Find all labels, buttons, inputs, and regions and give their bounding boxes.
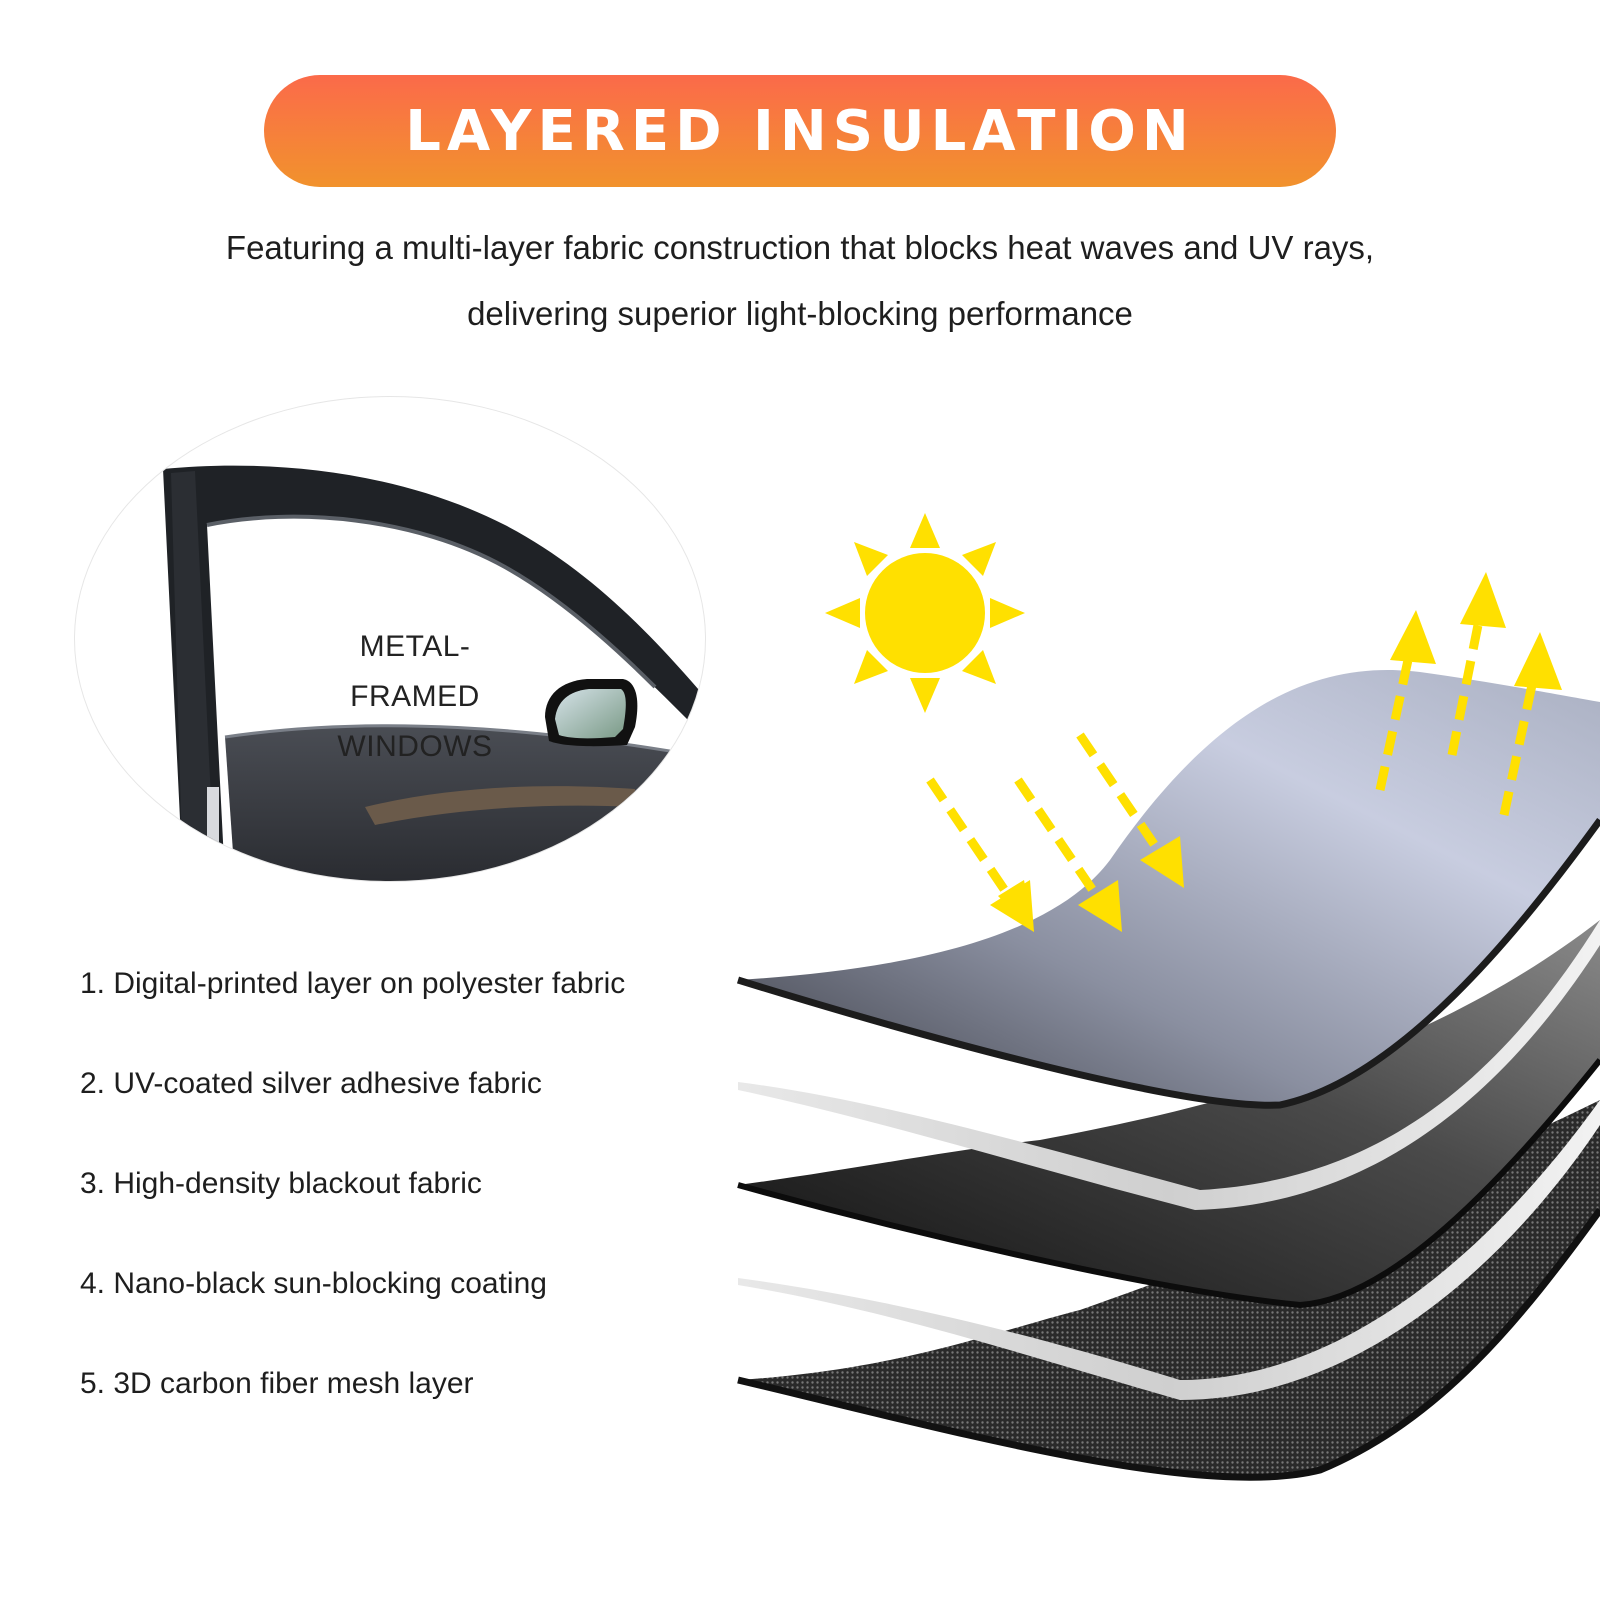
blackout-layer	[738, 920, 1600, 1305]
layer-list: 1. Digital-printed layer on polyester fa…	[80, 960, 625, 1460]
subtitle: Featuring a multi-layer fabric construct…	[100, 215, 1500, 347]
silver-layer	[738, 920, 1600, 1210]
arrow-up-icon	[1375, 572, 1562, 816]
title-banner: LAYERED INSULATION	[264, 75, 1336, 187]
layer-item-1: 1. Digital-printed layer on polyester fa…	[80, 967, 626, 1000]
layer-item-2: 2. UV-coated silver adhesive fabric	[80, 1067, 542, 1100]
window-label-line-1: METAL-FRAMED	[350, 630, 480, 713]
layer-item-5: 5. 3D carbon fiber mesh layer	[80, 1367, 474, 1400]
door-sill-line	[224, 724, 705, 759]
page-title: LAYERED INSULATION	[405, 98, 1195, 164]
mirror-glass	[555, 689, 626, 739]
layer-item-3: 3. High-density blackout fabric	[80, 1167, 482, 1200]
mesh-layer-edge	[737, 1207, 1600, 1481]
subtitle-line-1: Featuring a multi-layer fabric construct…	[225, 229, 1375, 266]
window-label: METAL-FRAMED WINDOWS	[305, 622, 525, 772]
subtitle-line-2: delivering superior light-blocking perfo…	[467, 295, 1133, 332]
b-pillar	[171, 471, 215, 881]
arrow-down-icon	[926, 732, 1184, 932]
car-window-callout: METAL-FRAMED WINDOWS	[74, 396, 706, 882]
frame-highlight	[206, 514, 657, 689]
sun-icon	[825, 513, 1025, 713]
car-door-illustration	[163, 465, 705, 881]
door-frame	[163, 465, 705, 881]
wood-trim	[365, 786, 635, 825]
layer-item-4: 4. Nano-black sun-blocking coating	[80, 1267, 547, 1300]
blackout-layer-edge	[737, 1058, 1600, 1309]
coating-layer	[738, 1100, 1600, 1400]
door-edge	[207, 787, 219, 881]
window-label-line-2: WINDOWS	[337, 730, 493, 763]
printed-layer-edge	[736, 817, 1600, 1109]
